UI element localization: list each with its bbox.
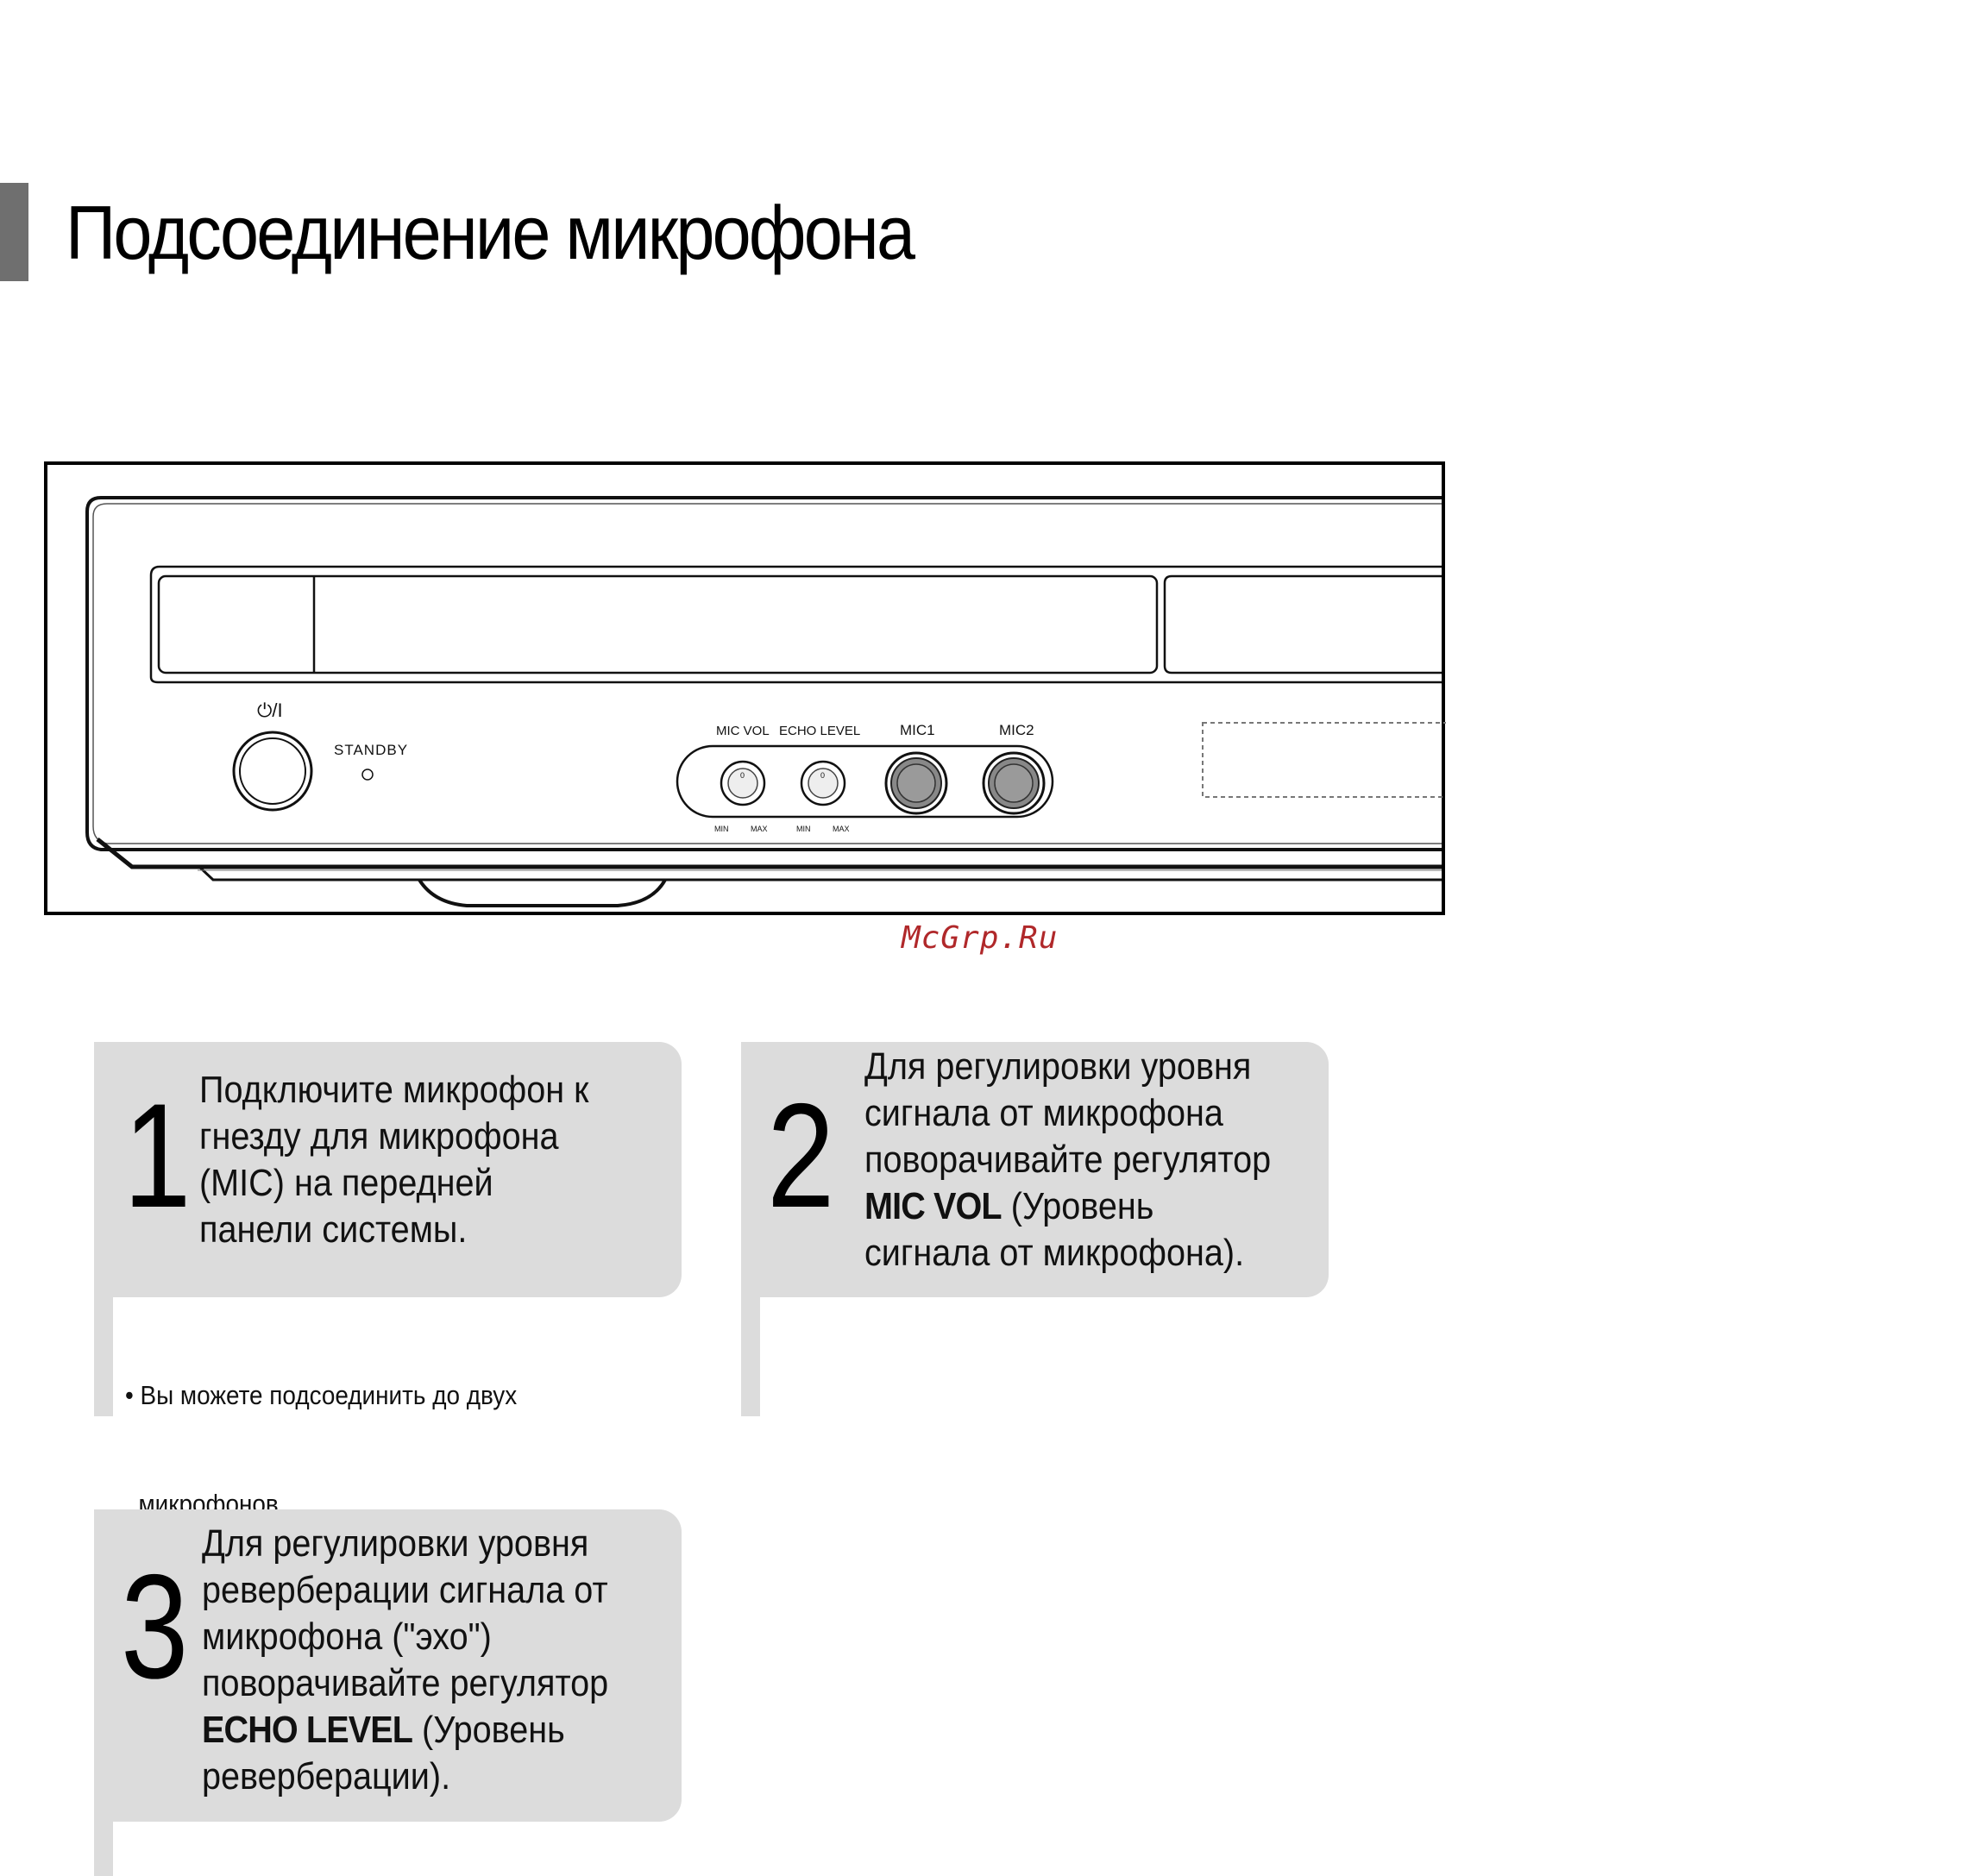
figure-frame (44, 461, 1445, 915)
power-symbol: ⏻/I (257, 700, 283, 721)
step-1-note: • Вы можете подсоединить до двух микрофо… (125, 1380, 518, 1519)
step-1-rail (94, 1297, 113, 1416)
device-illustration: ⏻/I STANDBY MIC VOL ECHO LEVEL MIC1 MIC2… (44, 461, 1446, 915)
step-3-panel (94, 1509, 682, 1822)
mic-control-strip (676, 744, 1054, 819)
svg-text:MIN: MIN (796, 825, 811, 833)
page-title: Подсоединение микрофона (66, 190, 915, 275)
step-2-number: 2 (767, 1073, 834, 1239)
watermark: McGrp.Ru (902, 920, 1059, 956)
step-3-rail (94, 1822, 113, 1876)
title-marker (0, 183, 28, 281)
step-1-text: Подключите микрофон к гнезду для микрофо… (199, 1069, 589, 1251)
mic-vol-term: MIC VOL (864, 1185, 1002, 1227)
svg-text:MAX: MAX (751, 825, 768, 833)
echo-level-term: ECHO LEVEL (202, 1709, 413, 1751)
echo-level-label: ECHO LEVEL (779, 724, 860, 738)
svg-text:0: 0 (740, 771, 745, 780)
standby-label: STANDBY (334, 742, 408, 758)
svg-text:MIN: MIN (714, 825, 729, 833)
step-2-rail (741, 1297, 760, 1416)
step-3-number: 3 (121, 1544, 188, 1710)
display-window (1202, 722, 1446, 798)
step-3-text: Для регулировки уровня реверберации сигн… (202, 1522, 609, 1798)
svg-text:MAX: MAX (833, 825, 850, 833)
mic-vol-label: MIC VOL (716, 724, 770, 738)
step-2-text: Для регулировки уровня сигнала от микроф… (864, 1045, 1272, 1274)
mic1-label: MIC1 (900, 722, 935, 738)
step-1-panel (94, 1042, 682, 1297)
step-1-number: 1 (123, 1073, 191, 1239)
step-2-panel (741, 1042, 1329, 1297)
mic2-label: MIC2 (999, 722, 1034, 738)
standby-led (361, 769, 374, 781)
svg-text:0: 0 (820, 771, 825, 780)
device-front-panel-figure: ⏻/I STANDBY MIC VOL ECHO LEVEL MIC1 MIC2… (44, 461, 1446, 917)
